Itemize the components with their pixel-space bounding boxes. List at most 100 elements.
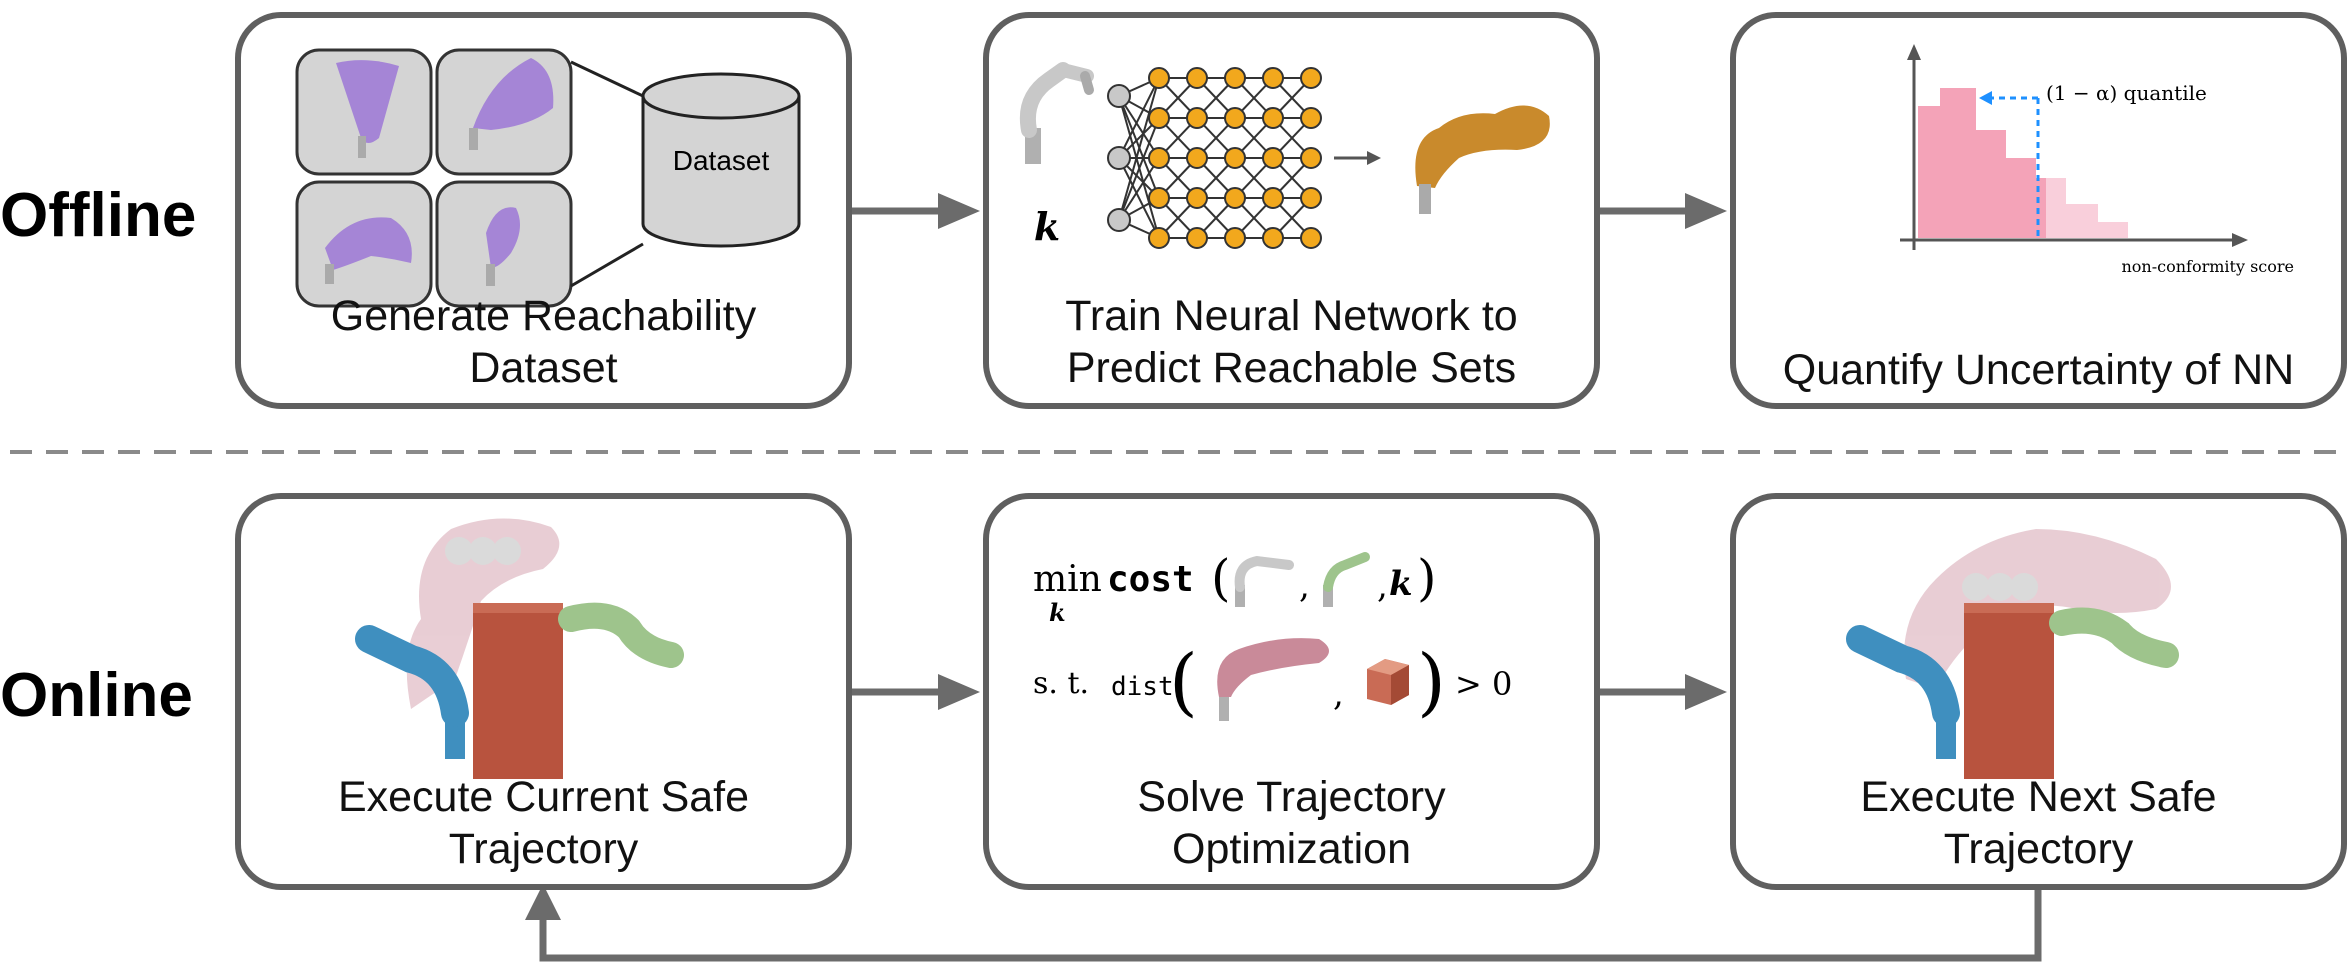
nn-node bbox=[1300, 147, 1322, 169]
caption-quantify-uncertainty: Quantify Uncertainty of NN bbox=[1782, 346, 2295, 394]
nn-node bbox=[1186, 107, 1208, 129]
caption-line: Optimization bbox=[1172, 825, 1411, 873]
nn-node bbox=[1148, 107, 1170, 129]
nn-node bbox=[1224, 67, 1246, 89]
k-argument: k bbox=[1389, 564, 1413, 604]
min-subscript: k bbox=[1049, 598, 1066, 627]
nn-node bbox=[1262, 107, 1284, 129]
caption-line: Trajectory bbox=[448, 825, 639, 873]
online-arrow-1 bbox=[852, 674, 980, 710]
caption-trajectory-optimization: Solve Trajectory Optimization bbox=[989, 771, 1594, 875]
obstacle-box bbox=[1964, 611, 2054, 779]
obstacle-cube-icon bbox=[1367, 659, 1409, 705]
histogram-axes bbox=[1900, 44, 2248, 250]
k-symbol: k bbox=[1034, 204, 1060, 249]
nn-node bbox=[1148, 187, 1170, 209]
constraint-rhs: > 0 bbox=[1455, 665, 1512, 703]
dataset-label: Dataset bbox=[673, 145, 770, 176]
online-arrow-2 bbox=[1598, 674, 1727, 710]
offline-label: Offline bbox=[0, 181, 197, 250]
nn-node bbox=[1300, 107, 1322, 129]
svg-text:,: , bbox=[1377, 566, 1388, 606]
nn-node bbox=[1186, 187, 1208, 209]
nn-node bbox=[1224, 107, 1246, 129]
svg-text:,: , bbox=[1333, 674, 1344, 714]
caption-line: Generate Reachability bbox=[330, 292, 757, 340]
nn-node bbox=[1148, 227, 1170, 249]
svg-text:): ) bbox=[1417, 639, 1446, 725]
execute-next-illustration bbox=[1846, 529, 2179, 779]
robot-arm-blue bbox=[1846, 625, 1960, 759]
neural-network-icon bbox=[1107, 67, 1322, 249]
min-operator: min bbox=[1033, 559, 1102, 600]
nn-node bbox=[1224, 227, 1246, 249]
dist-function: dist bbox=[1111, 672, 1174, 702]
svg-text:(: ( bbox=[1169, 639, 1198, 725]
dataset-illustration: Dataset bbox=[295, 48, 801, 308]
robot-green-icon bbox=[1323, 552, 1370, 607]
nn-node bbox=[1300, 187, 1322, 209]
nn-node bbox=[1300, 227, 1322, 249]
caption-line: Train Neural Network to bbox=[1065, 292, 1518, 340]
reachset-pink-icon bbox=[1217, 638, 1329, 721]
caption-execute-next: Execute Next Safe Trajectory bbox=[1736, 771, 2341, 875]
box-train-network: k Train Neural Network to Predict Reacha… bbox=[983, 12, 1600, 409]
nn-node bbox=[1224, 147, 1246, 169]
nn-node bbox=[1262, 187, 1284, 209]
nn-node bbox=[1300, 67, 1322, 89]
histogram-illustration: (1 − α) quantile non-conformity score bbox=[1900, 44, 2294, 276]
caption-line: Trajectory bbox=[1943, 825, 2134, 873]
box-quantify-uncertainty: (1 − α) quantile non-conformity score Qu… bbox=[1730, 12, 2347, 409]
box-trajectory-optimization: min k cost ( , , k ) s. t. dist ( , bbox=[983, 493, 1600, 890]
nn-node bbox=[1186, 147, 1208, 169]
histogram-bars bbox=[1918, 88, 2128, 238]
nn-node bbox=[1186, 227, 1208, 249]
feedback-loop-arrow bbox=[525, 884, 2042, 962]
nn-input-node bbox=[1107, 84, 1131, 108]
nn-input-node bbox=[1107, 146, 1131, 170]
cost-function: cost bbox=[1107, 559, 1194, 600]
nn-node bbox=[1224, 187, 1246, 209]
xaxis-label: non-conformity score bbox=[2121, 257, 2294, 276]
box-execute-next: Execute Next Safe Trajectory bbox=[1730, 493, 2347, 890]
nn-node bbox=[1148, 147, 1170, 169]
caption-line: Dataset bbox=[469, 344, 618, 392]
robot-arm-icon bbox=[1020, 62, 1094, 164]
box-generate-dataset: Dataset Generate Reachability Dataset bbox=[235, 12, 852, 409]
nn-node bbox=[1262, 67, 1284, 89]
nn-node bbox=[1148, 67, 1170, 89]
obstacle-box bbox=[473, 611, 563, 779]
caption-line: Execute Next Safe bbox=[1860, 773, 2217, 821]
online-label: Online bbox=[0, 661, 193, 730]
box-execute-current: Execute Current Safe Trajectory bbox=[235, 493, 852, 890]
optimization-formula: min k cost ( , , k ) s. t. dist ( , bbox=[1033, 549, 1512, 725]
caption-generate-dataset: Generate Reachability Dataset bbox=[241, 290, 846, 394]
nn-input-node bbox=[1107, 208, 1131, 232]
reachset-thumbnails bbox=[295, 48, 573, 308]
svg-text:(: ( bbox=[1211, 549, 1231, 607]
robot-arm-green bbox=[558, 602, 684, 668]
offline-arrow-1 bbox=[852, 193, 980, 229]
caption-line: Execute Current Safe bbox=[337, 773, 750, 821]
caption-line: Solve Trajectory bbox=[1137, 773, 1446, 821]
dataset-cylinder-icon bbox=[641, 72, 801, 248]
reachable-set-ghost bbox=[1904, 529, 2171, 689]
svg-text:,: , bbox=[1299, 566, 1310, 606]
robot-gray-icon bbox=[1234, 555, 1294, 607]
nn-node bbox=[1262, 147, 1284, 169]
predicted-reachset-icon bbox=[1415, 105, 1550, 214]
svg-text:): ) bbox=[1417, 549, 1437, 607]
execute-current-illustration bbox=[355, 518, 684, 779]
st-label: s. t. bbox=[1033, 666, 1089, 701]
quantile-label: (1 − α) quantile bbox=[2046, 81, 2207, 105]
caption-execute-current: Execute Current Safe Trajectory bbox=[241, 771, 846, 875]
offline-arrow-2 bbox=[1598, 193, 1727, 229]
nn-node bbox=[1186, 67, 1208, 89]
nn-node bbox=[1262, 227, 1284, 249]
network-illustration: k bbox=[1020, 62, 1550, 249]
robot-arm-blue bbox=[355, 625, 469, 759]
caption-train-network: Train Neural Network to Predict Reachabl… bbox=[989, 290, 1594, 394]
caption-line: Predict Reachable Sets bbox=[1066, 344, 1517, 392]
